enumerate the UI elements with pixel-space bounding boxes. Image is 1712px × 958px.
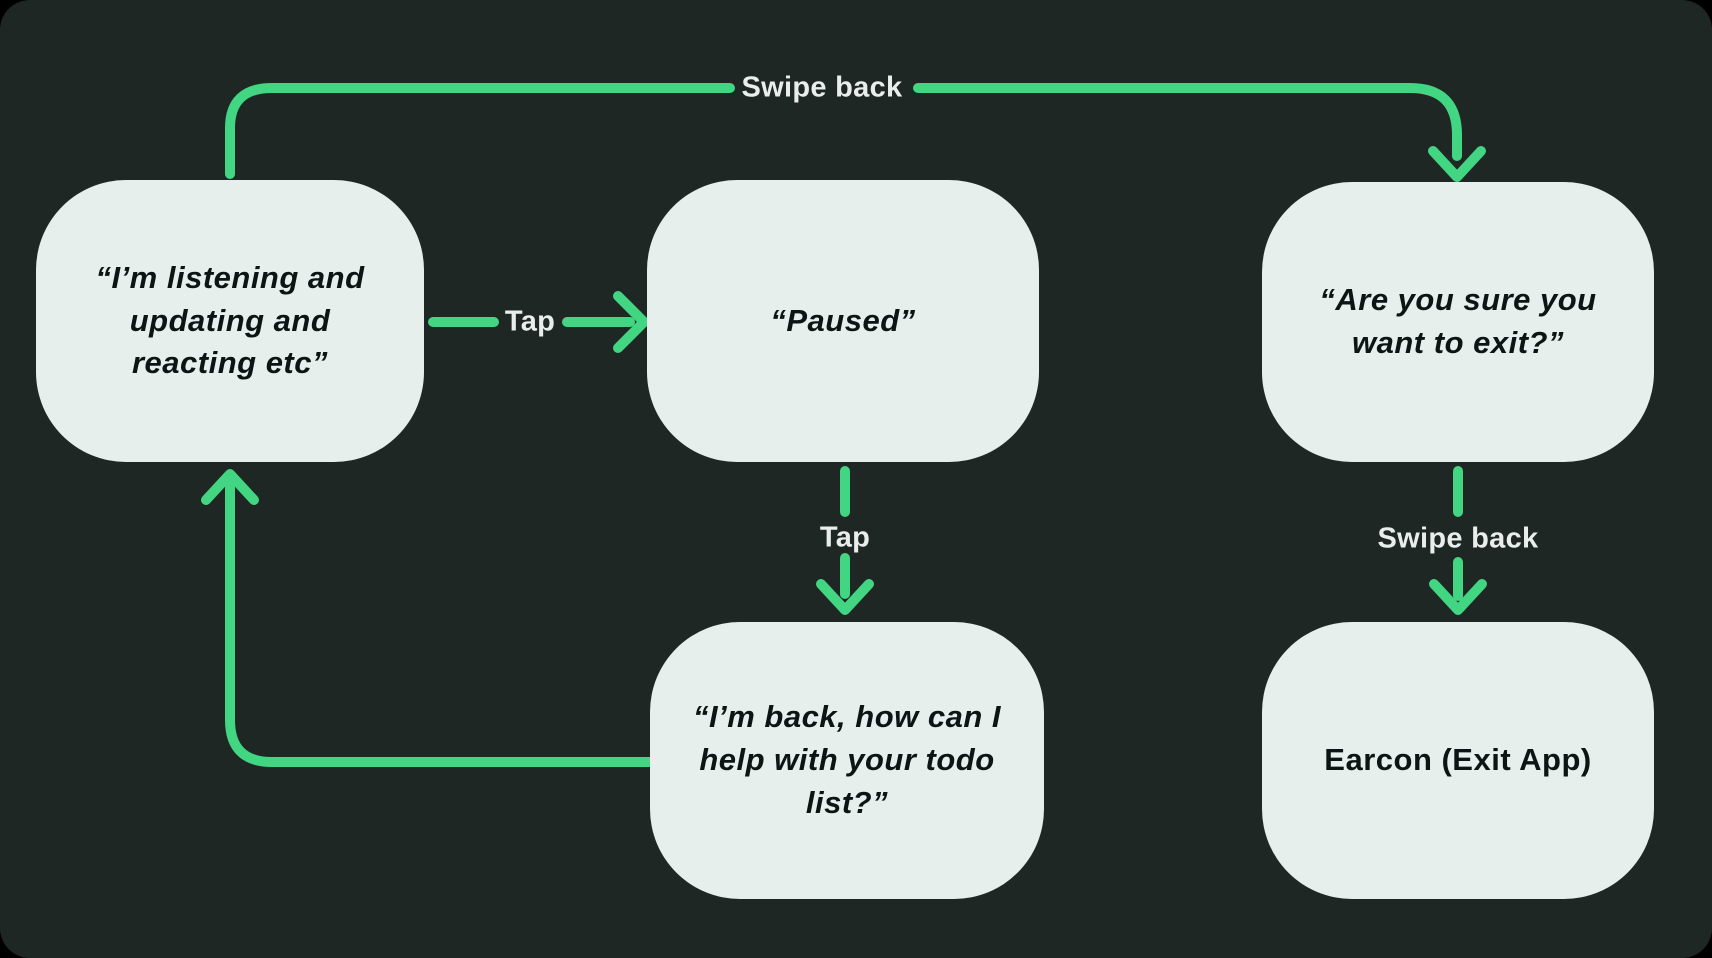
edge-label-swipe-back-top: Swipe back bbox=[741, 71, 903, 104]
node-exit-confirm-text: “Are you sure you want to exit?” bbox=[1319, 282, 1597, 360]
node-back: “I’m back, how can I help with your todo… bbox=[650, 622, 1044, 899]
node-paused: “Paused” bbox=[647, 180, 1039, 462]
edge-label-swipe-back-down: Swipe back bbox=[1377, 522, 1539, 555]
node-exit-confirm: “Are you sure you want to exit?” bbox=[1262, 182, 1654, 462]
edge-label-tap-down: Tap bbox=[819, 521, 871, 554]
node-listening-text: “I’m listening and updating and reacting… bbox=[95, 259, 365, 381]
node-back-text: “I’m back, how can I help with your todo… bbox=[692, 699, 1002, 820]
node-paused-text: “Paused” bbox=[770, 302, 916, 338]
edge-label-tap-right: Tap bbox=[504, 305, 556, 338]
node-earcon: Earcon (Exit App) bbox=[1262, 622, 1654, 899]
node-earcon-text: Earcon (Exit App) bbox=[1324, 742, 1592, 778]
node-listening: “I’m listening and updating and reacting… bbox=[36, 180, 424, 462]
